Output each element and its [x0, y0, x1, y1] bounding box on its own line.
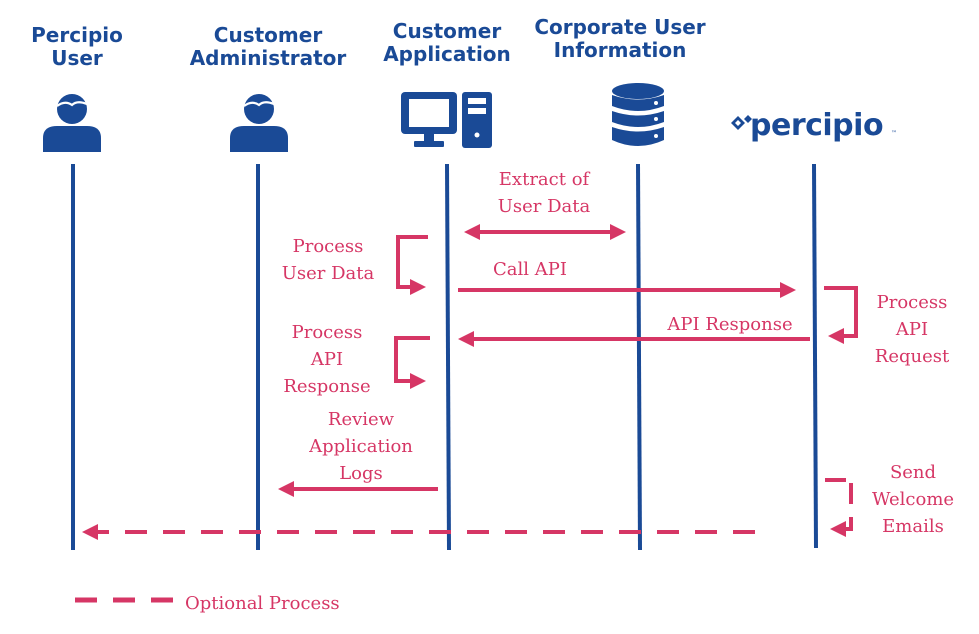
- arrowhead-welcome-to-user: [82, 524, 98, 540]
- actor-title-line: Customer: [392, 19, 502, 43]
- self-arrow-send-welcome-seg3: [830, 517, 853, 537]
- actor-title-line: Percipio: [31, 23, 123, 47]
- label-line: Response: [283, 376, 371, 397]
- label-process-user-data: Process User Data: [268, 233, 388, 287]
- label-line: User Data: [497, 196, 591, 217]
- computer-icon: [401, 92, 492, 148]
- actor-title-customer-app: Customer Application: [372, 20, 522, 66]
- label-api-response: API Response: [650, 311, 810, 338]
- label-line: Request: [874, 346, 950, 367]
- actor-title-line: User: [51, 46, 103, 70]
- lifeline-percipio: [812, 163, 818, 549]
- actor-title-line: Administrator: [189, 46, 347, 70]
- label-line: Review: [327, 409, 395, 430]
- self-arrow-process-user-data: [396, 235, 428, 295]
- label-line: Welcome: [871, 489, 955, 510]
- label-line: User Data: [281, 263, 375, 284]
- percipio-logo-text: percipio: [750, 108, 884, 143]
- label-line: Logs: [339, 463, 383, 484]
- percipio-logo-icon: [731, 115, 752, 130]
- label-extract: Extract of User Data: [474, 166, 614, 220]
- label-line: API: [895, 319, 929, 340]
- label-line: Emails: [882, 516, 944, 537]
- person-icon: [230, 94, 288, 152]
- trademark-symbol: ™: [891, 130, 897, 137]
- label-line: Application: [309, 436, 413, 457]
- actor-title-line: Customer: [213, 23, 323, 47]
- label-line: API: [310, 349, 344, 370]
- label-line: Process: [876, 292, 948, 313]
- label-send-welcome: Send Welcome Emails: [858, 459, 968, 540]
- lifeline-corporate-info: [636, 163, 642, 551]
- label-line: Send: [889, 462, 937, 483]
- label-line: API Response: [667, 314, 793, 335]
- label-call-api: Call API: [460, 256, 600, 283]
- label-line: Call API: [493, 259, 567, 280]
- lifeline-customer-app: [445, 163, 451, 551]
- self-arrow-process-api-request: [824, 286, 858, 344]
- actor-title-percipio-user: Percipio User: [17, 24, 137, 70]
- actor-title-customer-admin: Customer Administrator: [178, 24, 358, 70]
- actor-title-line: Application: [383, 42, 511, 66]
- actor-title-line: Corporate User: [534, 15, 706, 39]
- self-arrow-process-api-response: [394, 336, 430, 389]
- legend-label: Optional Process: [185, 593, 340, 614]
- actor-title-line: Information: [553, 38, 687, 62]
- label-review-logs: Review Application Logs: [296, 406, 426, 487]
- actor-title-corporate-info: Corporate User Information: [520, 16, 720, 62]
- database-icon: [612, 83, 664, 146]
- label-line: Extract of: [498, 169, 590, 190]
- percipio-logo: percipio ™: [730, 108, 910, 152]
- person-icon: [43, 94, 101, 152]
- label-line: Process: [291, 322, 363, 343]
- label-process-api-request: Process API Request: [862, 289, 962, 370]
- label-line: Process: [292, 236, 364, 257]
- label-process-api-response: Process API Response: [272, 319, 382, 400]
